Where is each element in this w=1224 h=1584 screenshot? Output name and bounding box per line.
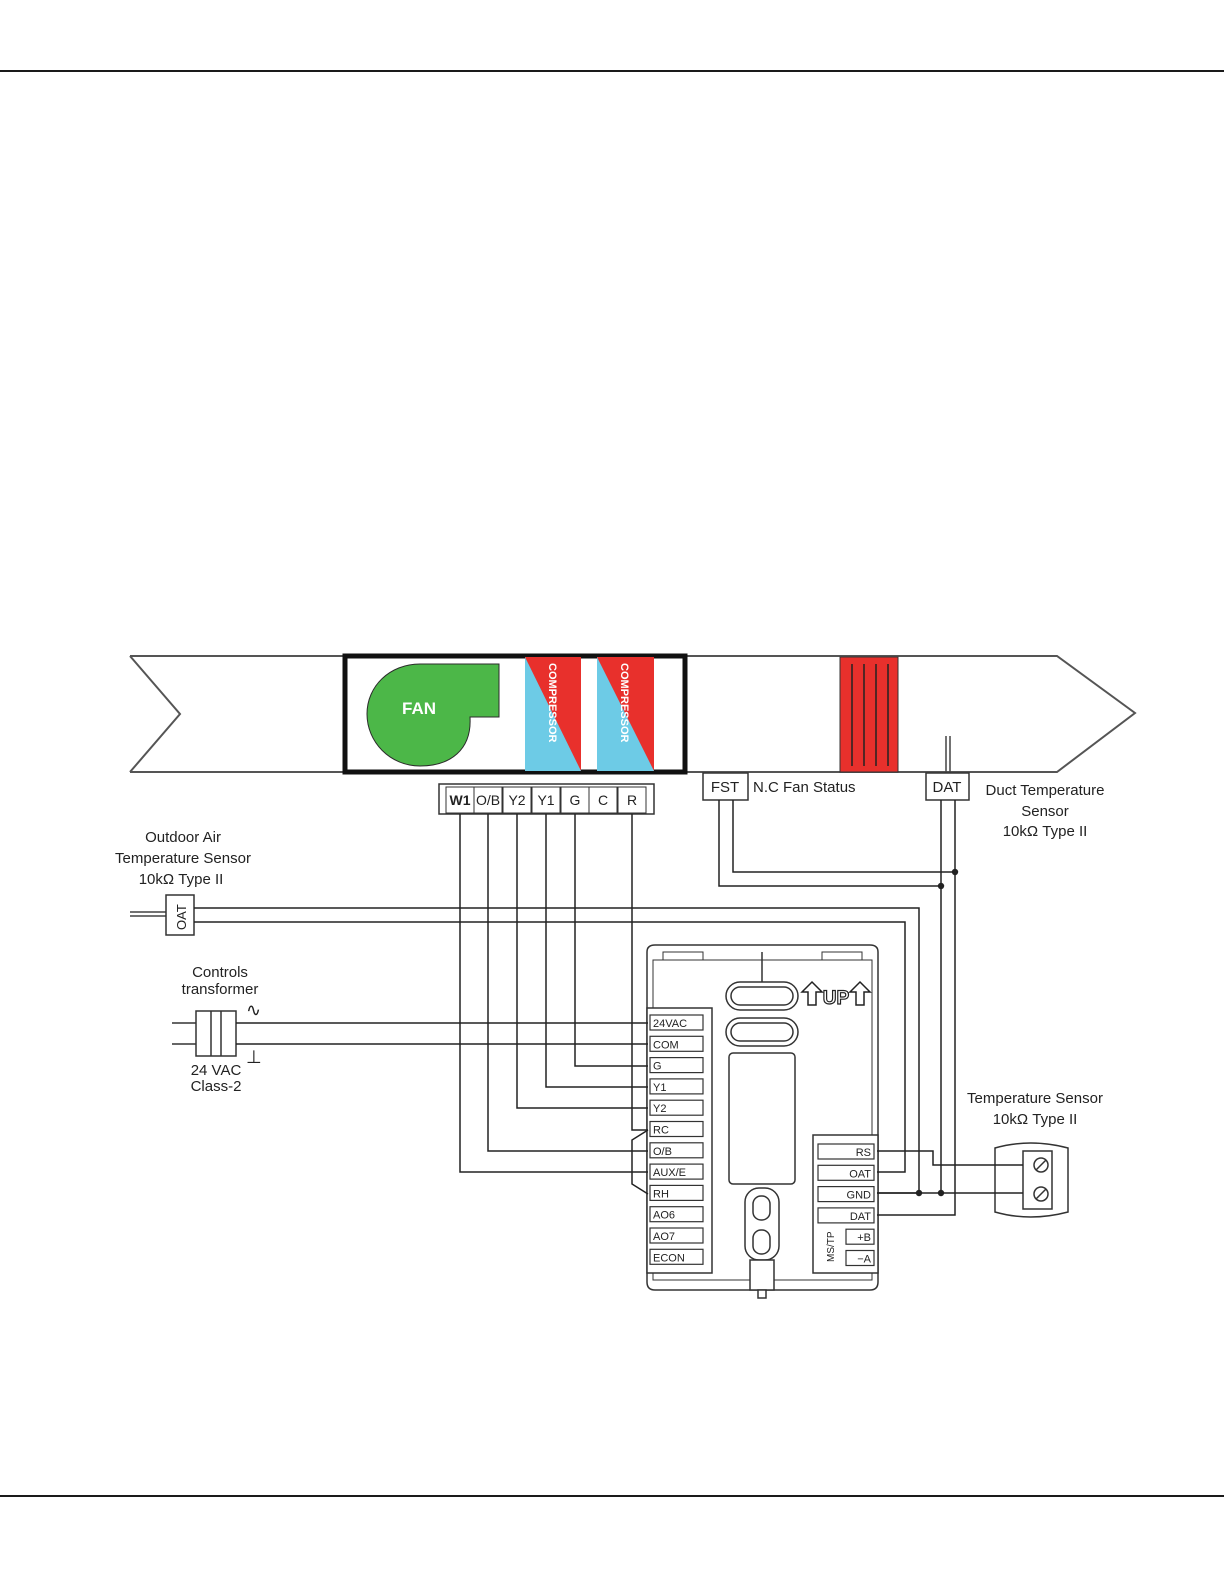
controller-terminal-label: O/B [653, 1146, 672, 1158]
controller-right-terminals: RS OAT GND DAT +B −A [817, 1143, 875, 1267]
controller-terminal-label: AUX/E [653, 1167, 686, 1179]
unit-terminal-label: W1 [450, 792, 471, 808]
unit-terminal: C [588, 786, 618, 814]
controller-terminal-label: AO6 [653, 1210, 675, 1222]
air-duct [129, 655, 1137, 773]
unit-terminal-label: Y1 [537, 792, 554, 808]
controller-terminal: RS [817, 1143, 875, 1160]
fan-label: FAN [402, 699, 436, 718]
controller-terminal-label: RC [653, 1125, 669, 1137]
compressor-1: COMPRESSOR [525, 657, 581, 771]
transformer-label-1: Controls [192, 964, 248, 981]
controller-terminal-label: DAT [850, 1211, 871, 1223]
controller-terminal-label: Y1 [653, 1082, 666, 1094]
controller-terminal-label: 24VAC [653, 1018, 687, 1030]
controller-terminal: OAT [817, 1164, 875, 1181]
controller-terminal: RH [649, 1184, 704, 1202]
controller-terminal: −A [845, 1249, 875, 1267]
fan-blower-icon [366, 663, 500, 767]
controller-terminal: DAT [817, 1207, 875, 1224]
controller-terminal-label: RS [856, 1147, 871, 1159]
controller-terminal: G [649, 1056, 704, 1074]
oat-tag: OAT [174, 904, 189, 930]
controller-terminal-label: G [653, 1061, 662, 1073]
room-sensor-label-1: Temperature Sensor [967, 1090, 1103, 1107]
controller-terminal-label: AO7 [653, 1231, 675, 1243]
unit-terminal-label: Y2 [508, 792, 525, 808]
ground-symbol: ⊥ [246, 1047, 262, 1067]
compressor-2-label: COMPRESSOR [618, 663, 630, 743]
room-sensor-label-2: 10kΩ Type II [993, 1111, 1078, 1128]
oat-tag-box [165, 894, 195, 936]
unit-terminal: W1 [445, 786, 475, 814]
bottom-page-rule [0, 1495, 1224, 1497]
controller-terminal: COM [649, 1035, 704, 1052]
up-label: UP [823, 988, 850, 1009]
duct-sensor-label-3: 10kΩ Type II [1003, 823, 1088, 840]
controller-terminal: O/B [649, 1142, 704, 1159]
transformer-icon [172, 1010, 237, 1057]
unit-terminal-strip: W1 O/B Y2 Y1 G C R [438, 783, 655, 815]
up-arrow-icon [800, 980, 872, 1006]
unit-terminal: Y2 [502, 786, 532, 814]
controller-terminal-label: −A [857, 1254, 871, 1266]
compressor-1-label: COMPRESSOR [546, 663, 558, 743]
heating-coil [839, 656, 899, 773]
controller-body [646, 944, 879, 1299]
controller-terminal-label: GND [847, 1190, 872, 1202]
dat-tag: DAT [933, 779, 962, 796]
transformer-label-3: 24 VAC [191, 1062, 242, 1079]
controller-terminal-label: COM [653, 1039, 679, 1051]
controller-terminal: GND [817, 1185, 875, 1203]
unit-terminal: O/B [473, 786, 503, 814]
duct-sensor-probe [945, 736, 951, 774]
controller-terminal-label: RH [653, 1188, 669, 1200]
controller-terminal: AO7 [649, 1227, 704, 1244]
controller-terminal: 24VAC [649, 1014, 704, 1031]
controller-terminal: ECON [649, 1248, 704, 1265]
duct-sensor-label-2: Sensor [1021, 803, 1069, 820]
fst-tag: FST [711, 779, 739, 796]
oat-sensor-label-2: Temperature Sensor [115, 850, 251, 867]
unit-terminal-label: C [598, 792, 608, 808]
controller-terminal-label: OAT [849, 1168, 871, 1180]
wiring [194, 800, 1023, 1216]
controller-terminal-label: +B [857, 1232, 871, 1244]
controller-terminal: Y2 [649, 1099, 704, 1116]
wire-junctions [915, 868, 959, 1197]
controller-terminal-label: Y2 [653, 1103, 666, 1115]
dat-tag-box [925, 772, 970, 801]
controller-terminal: Y1 [649, 1078, 704, 1095]
unit-terminal-label: G [570, 792, 581, 808]
controller-terminal: AUX/E [649, 1163, 704, 1180]
oat-sensor-probe [130, 911, 166, 917]
unit-terminal: Y1 [531, 786, 561, 814]
controller-terminal-label: ECON [653, 1252, 685, 1264]
controller-terminal: RC [649, 1120, 704, 1138]
top-page-rule [0, 70, 1224, 72]
transformer-label-4: Class-2 [191, 1078, 242, 1095]
fst-tag-box [702, 772, 749, 801]
unit-terminal-label: O/B [476, 792, 500, 808]
oat-sensor-label-1: Outdoor Air [145, 829, 221, 846]
controller-terminal: +B [845, 1228, 875, 1245]
unit-terminal-label: R [627, 792, 637, 808]
room-sensor-body [994, 1142, 1069, 1218]
unit-terminal: G [560, 786, 590, 814]
transformer-label-2: transformer [182, 981, 259, 998]
duct-sensor-label-1: Duct Temperature [986, 782, 1105, 799]
oat-sensor-label-3: 10kΩ Type II [139, 871, 224, 888]
fan-status-label: N.C Fan Status [753, 779, 856, 796]
bus-label: MS/TP [826, 1231, 837, 1262]
controller-terminal: AO6 [649, 1206, 704, 1223]
ac-symbol: ∿ [246, 1000, 261, 1020]
compressor-2: COMPRESSOR [597, 657, 654, 771]
unit-terminal: R [617, 786, 647, 814]
